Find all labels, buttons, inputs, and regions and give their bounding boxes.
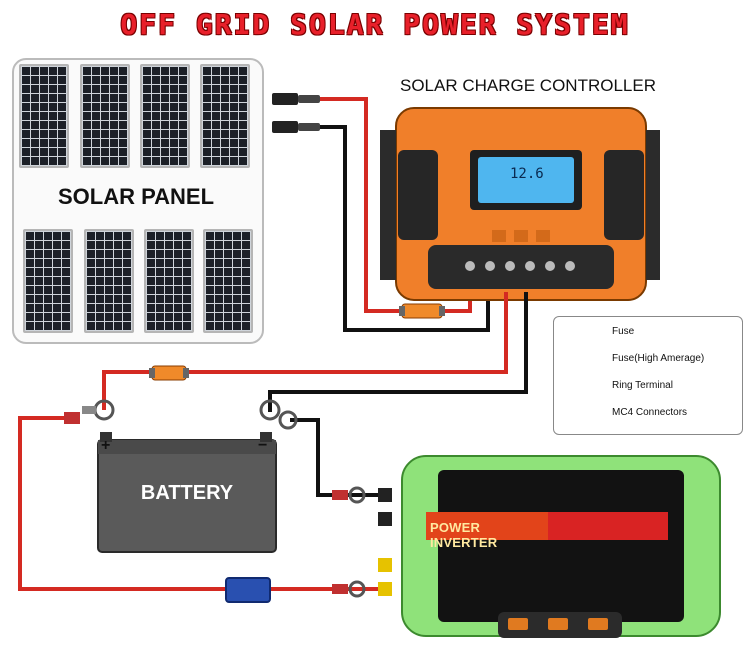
- solar-module: [140, 64, 190, 168]
- battery-label: BATTERY: [140, 482, 234, 504]
- solar-module: [84, 229, 134, 333]
- battery-minus-sign: −: [258, 437, 268, 454]
- ring-terminal-icon: [64, 399, 115, 424]
- legend-item: MC4 Connectors: [554, 402, 742, 426]
- solar-module: [19, 64, 69, 168]
- power-inverter: [401, 455, 721, 638]
- legend-item-label: Ring Terminal: [612, 380, 673, 391]
- inverter-terminal: [378, 488, 392, 596]
- legend-item-label: MC4 Connectors: [612, 407, 688, 418]
- legend-item: Fuse(High Amerage): [554, 348, 742, 372]
- fuse-icon: [149, 365, 189, 381]
- solar-negative-wire: [318, 125, 490, 332]
- ring-terminal-icon: [332, 486, 366, 598]
- solar-module: [200, 64, 250, 168]
- mc4-connector-icon: [272, 93, 320, 133]
- high-amp-fuse-icon: [225, 577, 271, 603]
- legend-item: Ring Terminal: [554, 375, 742, 399]
- inverter-label: POWER INVERTER: [430, 520, 498, 550]
- battery-plus-sign: +: [101, 437, 111, 454]
- inverter-negative-wire: [290, 418, 380, 497]
- inverter-positive-wire: [18, 416, 225, 591]
- solar-panel-label: SOLAR PANEL: [57, 184, 215, 209]
- solar-module: [80, 64, 130, 168]
- solar-module: [203, 229, 253, 333]
- page-title: OFF GRID SOLAR POWER SYSTEM: [120, 8, 630, 41]
- solar-module: [23, 229, 73, 333]
- legend-item: Fuse: [554, 321, 742, 345]
- ring-terminal-icon: [259, 399, 298, 430]
- solar-module: [144, 229, 194, 333]
- battery: [97, 432, 277, 553]
- legend-item-label: Fuse(High Amerage): [612, 353, 705, 364]
- lcd-reading: 12.6: [510, 166, 544, 182]
- fuse-icon: [399, 303, 445, 319]
- battery-positive-wire: [102, 292, 508, 410]
- solar-positive-wire: [318, 97, 410, 313]
- legend: Fuse Fuse(High Amerage) Ring Terminal MC…: [553, 316, 743, 435]
- controller-label: SOLAR CHARGE CONTROLLER: [400, 76, 656, 95]
- charge-controller: [380, 107, 660, 301]
- legend-item-label: Fuse: [612, 326, 635, 337]
